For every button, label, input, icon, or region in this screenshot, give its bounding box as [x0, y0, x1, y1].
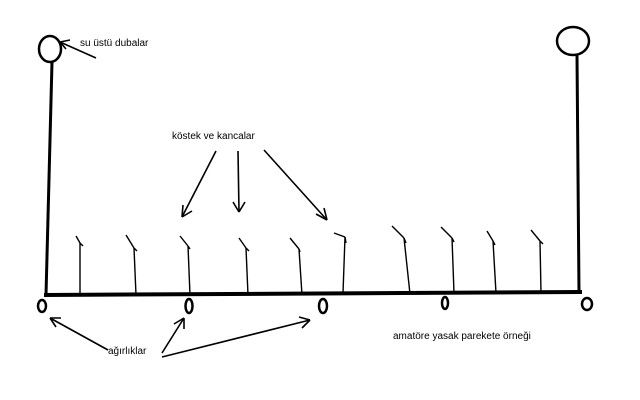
snood	[530, 229, 544, 294]
right-float-line	[575, 54, 581, 294]
weight	[317, 297, 329, 315]
arrow-weight-1	[49, 317, 109, 351]
snoods	[75, 225, 544, 296]
snood	[333, 232, 347, 294]
arrow-snood-1	[181, 150, 217, 218]
arrow-weight-3	[161, 319, 311, 358]
snood	[75, 235, 84, 295]
arrow-snood-2	[237, 150, 240, 213]
weight	[36, 298, 48, 314]
floats-label: su üstü dubalar	[80, 38, 149, 49]
snood	[238, 237, 250, 296]
weights-label: ağırlıklar	[108, 346, 147, 357]
snood	[179, 235, 191, 296]
snoods-hooks-label: köstek ve kancalar	[172, 131, 255, 142]
snood	[440, 226, 455, 294]
main-line	[43, 290, 583, 297]
arrow-snood-3	[263, 149, 328, 221]
left-float	[37, 34, 63, 64]
weights	[36, 295, 594, 315]
snood	[289, 237, 303, 296]
arrow-weight-2	[161, 317, 185, 354]
weight	[440, 295, 450, 311]
arrows	[49, 39, 328, 358]
snood	[125, 234, 138, 296]
weight	[184, 297, 194, 315]
left-float-line	[44, 61, 54, 296]
snood	[391, 225, 411, 295]
right-float	[555, 25, 591, 57]
snood	[486, 230, 497, 294]
caption-label: amatöre yasak parekete örneği	[393, 331, 531, 342]
arrow-floats	[59, 41, 97, 59]
weight	[580, 296, 594, 312]
